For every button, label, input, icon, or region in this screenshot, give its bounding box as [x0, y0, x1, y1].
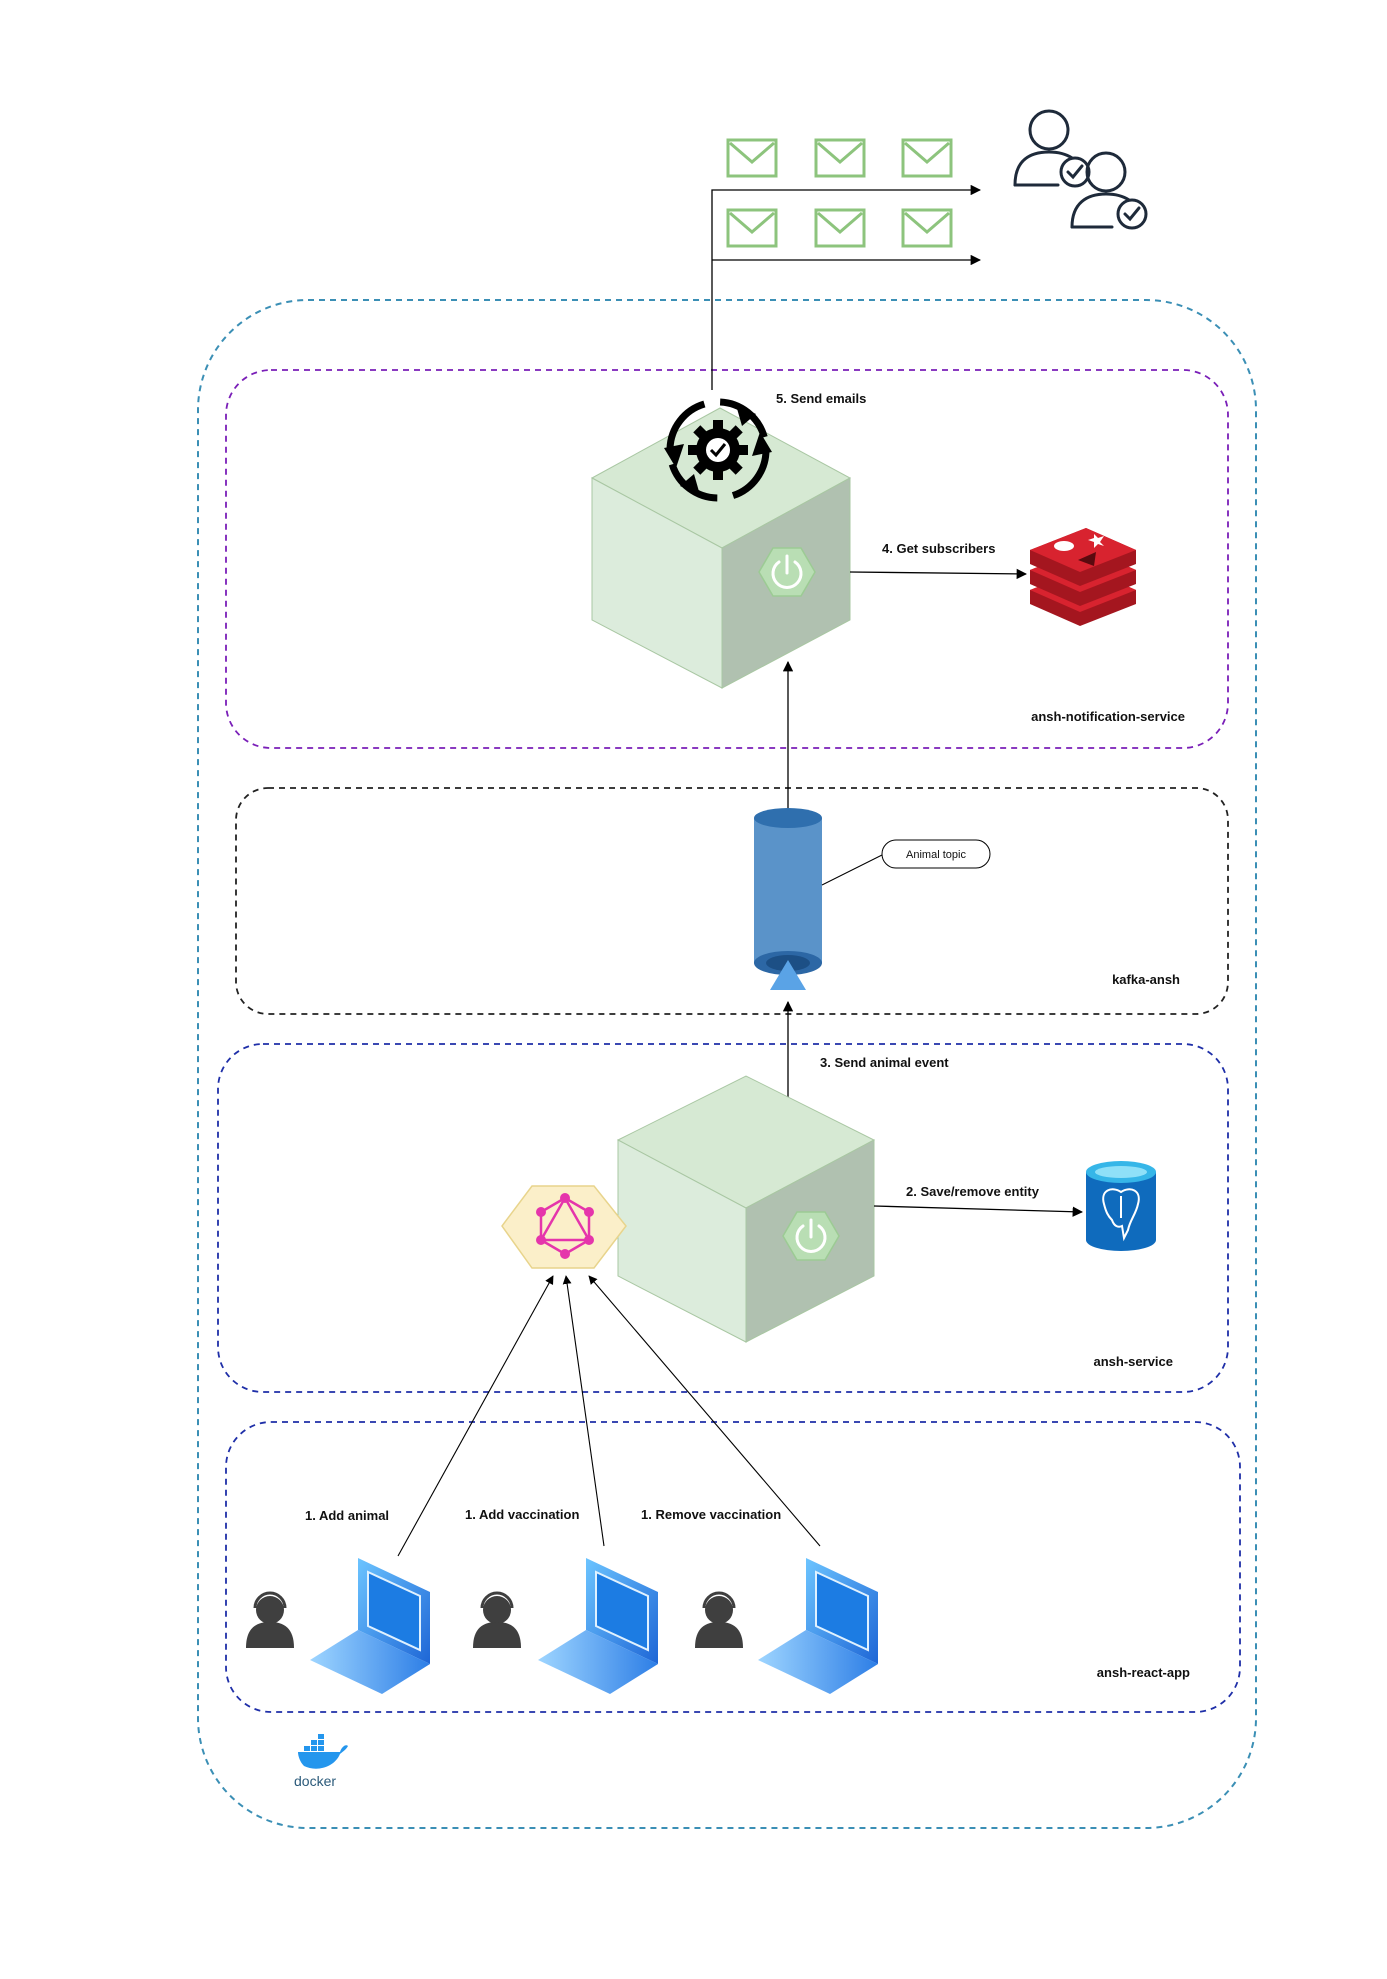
step-add-animal: 1. Add animal: [305, 1508, 389, 1523]
cluster-label-kafka: kafka-ansh: [1112, 972, 1180, 987]
cluster-label-service: ansh-service: [1094, 1354, 1174, 1369]
step-add-vaccination: 1. Add vaccination: [465, 1507, 579, 1522]
cluster-react-app: [225, 1421, 1241, 1713]
cluster-label-react: ansh-react-app: [1097, 1665, 1190, 1680]
docker-label: docker: [294, 1773, 336, 1789]
email-icon: [814, 208, 866, 248]
step-send-event: 3. Send animal event: [820, 1055, 949, 1070]
operator-icon: [246, 1591, 294, 1648]
topic-label: Animal topic: [906, 849, 966, 861]
laptop-icon: [758, 1558, 878, 1694]
docker-logo: docker: [294, 1734, 348, 1789]
client-add-vaccination: [473, 1558, 658, 1694]
cluster-label-notification: ansh-notification-service: [1031, 709, 1185, 724]
spring-power-icon: [782, 1211, 840, 1261]
arrow-save-remove: [873, 1205, 1084, 1217]
notification-service-cube: [590, 407, 852, 689]
cluster-notification-service: [225, 369, 1229, 749]
operator-icon: [695, 1591, 743, 1648]
topic-callout: Animal topic: [821, 839, 991, 886]
step-get-subscribers: 4. Get subscribers: [882, 541, 995, 556]
email-icon: [901, 138, 953, 178]
client-add-animal: [246, 1558, 430, 1694]
operator-icon: [473, 1591, 521, 1648]
step-send-emails: 5. Send emails: [776, 391, 866, 406]
kafka-topic-cylinder: [754, 808, 822, 990]
service-cube: [616, 1075, 876, 1343]
step-remove-vaccination: 1. Remove vaccination: [641, 1507, 781, 1522]
subscribers-icon: [1013, 109, 1148, 230]
client-request-arrows: [397, 1275, 821, 1557]
graphql-icon: [501, 1185, 627, 1269]
docker-boundary: [197, 299, 1257, 1829]
spring-power-icon: [758, 547, 816, 597]
email-icon: [726, 208, 778, 248]
email-icon: [726, 138, 778, 178]
email-flow-arrows: [711, 184, 982, 390]
cluster-kafka: [235, 787, 1229, 1015]
laptop-icon: [310, 1558, 430, 1694]
scheduler-gear-icon: [664, 398, 772, 502]
client-remove-vaccination: [695, 1558, 878, 1694]
postgres-icon: [1086, 1161, 1156, 1251]
redis-icon: [1030, 528, 1136, 626]
email-icon: [901, 208, 953, 248]
email-icons: [726, 138, 953, 248]
laptop-icon: [538, 1558, 658, 1694]
email-icon: [814, 138, 866, 178]
step-save-remove: 2. Save/remove entity: [906, 1184, 1040, 1199]
arrow-get-subscribers: [849, 568, 1028, 580]
